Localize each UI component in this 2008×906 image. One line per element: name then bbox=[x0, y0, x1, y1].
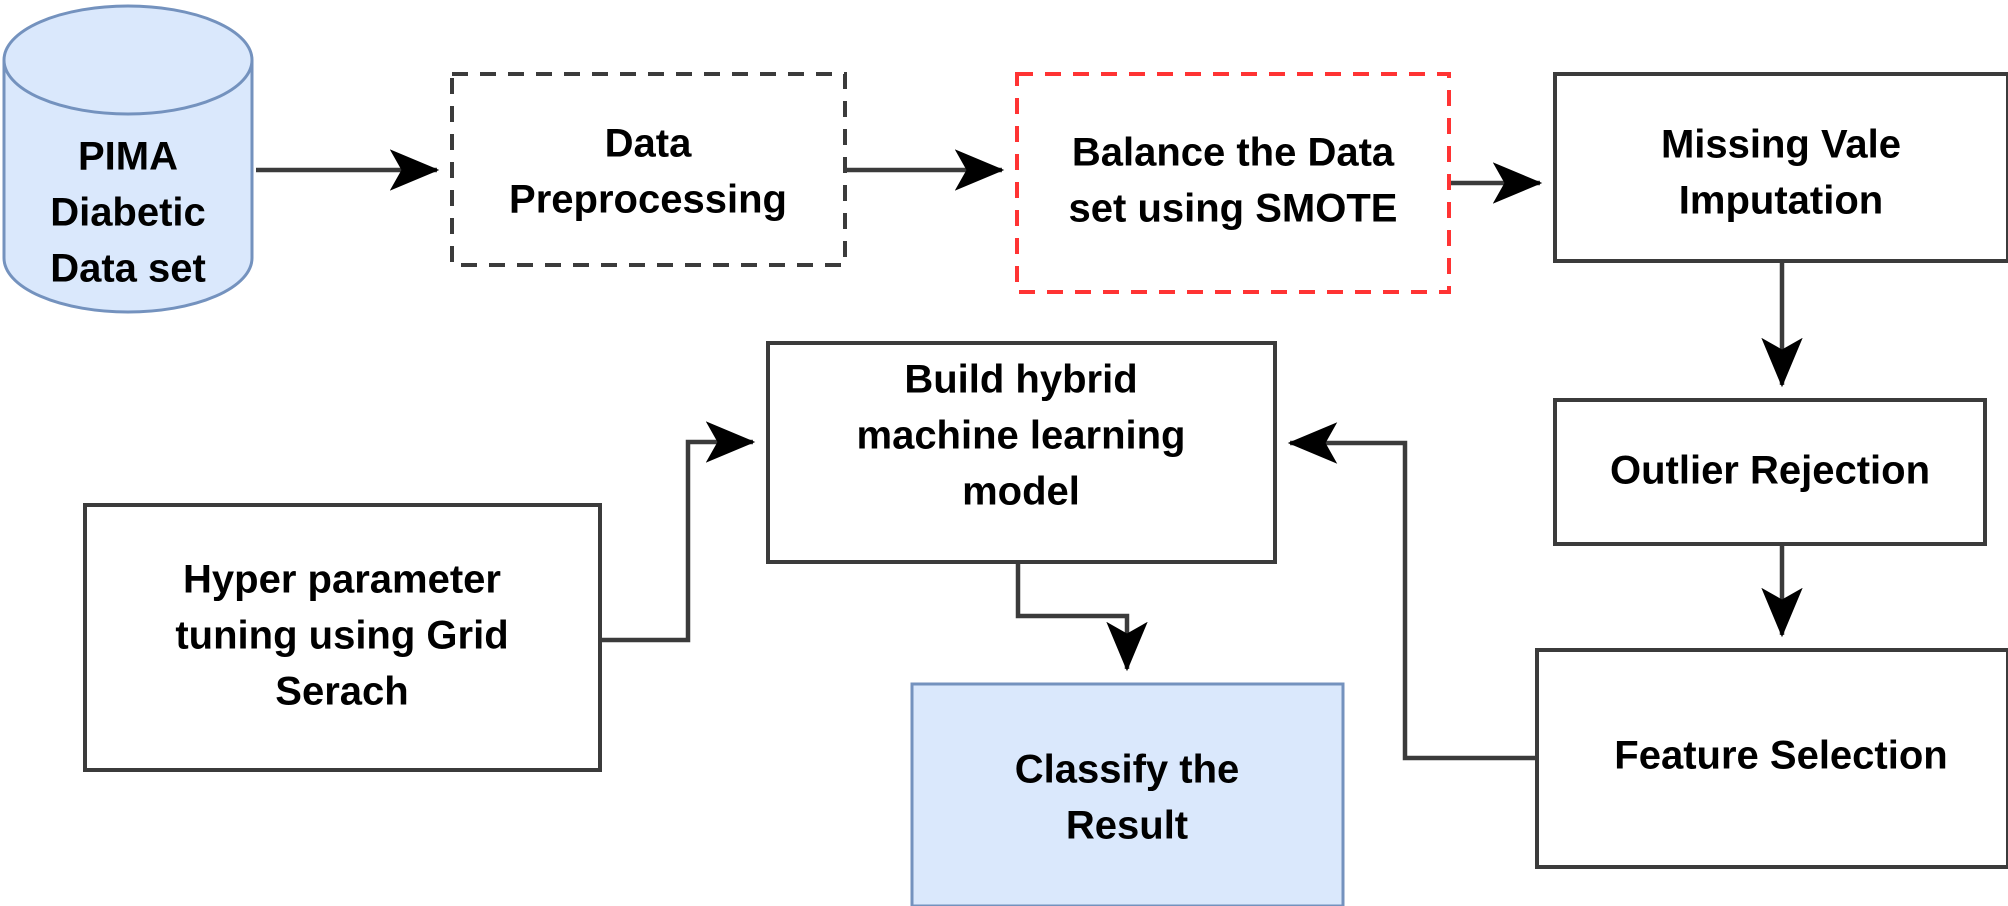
node-missing-value-imputation[interactable]: Missing Vale Imputation bbox=[1553, 72, 2008, 263]
node-label-classify-line1: Classify the bbox=[1015, 748, 1240, 792]
node-pima-dataset[interactable]: PIMA Diabetic Data set bbox=[2, 4, 254, 314]
edge-hyper-to-hybrid bbox=[600, 421, 756, 643]
node-label-hyper-line3: Serach bbox=[275, 670, 408, 714]
node-label-hybrid-line3: model bbox=[962, 470, 1080, 514]
node-outlier-rejection[interactable]: Outlier Rejection bbox=[1553, 398, 1987, 546]
edge-feature-to-hybrid bbox=[1287, 422, 1537, 761]
node-label-hybrid-line1: Build hybrid bbox=[904, 358, 1137, 402]
node-label-hybrid-line2: machine learning bbox=[857, 414, 1186, 458]
node-hyper-parameter-tuning[interactable]: Hyper parameter tuning using Grid Serach bbox=[83, 503, 602, 772]
node-data-preprocessing[interactable]: Data Preprocessing bbox=[450, 72, 847, 267]
node-label-pima-line1: PIMA bbox=[78, 135, 178, 179]
node-build-hybrid-model[interactable]: Build hybrid machine learning model bbox=[766, 341, 1277, 564]
node-label-pima-line2: Diabetic bbox=[50, 191, 206, 235]
node-label-feature: Feature Selection bbox=[1614, 734, 1947, 778]
node-feature-selection[interactable]: Feature Selection bbox=[1535, 648, 2008, 869]
node-label-classify-line2: Result bbox=[1066, 804, 1188, 848]
node-label-smote-line2: set using SMOTE bbox=[1069, 187, 1398, 231]
node-label-imputation-line1: Missing Vale bbox=[1661, 123, 1901, 167]
node-label-preprocessing-line2: Preprocessing bbox=[509, 178, 787, 222]
node-label-smote-line1: Balance the Data bbox=[1072, 131, 1395, 175]
node-label-outlier: Outlier Rejection bbox=[1610, 449, 1930, 493]
node-label-hyper-line1: Hyper parameter bbox=[183, 558, 501, 602]
node-label-hyper-line2: tuning using Grid bbox=[175, 614, 508, 658]
edge-hybrid-to-classify bbox=[1015, 562, 1148, 672]
node-balance-smote[interactable]: Balance the Data set using SMOTE bbox=[1015, 72, 1451, 294]
node-label-pima-line3: Data set bbox=[50, 247, 206, 291]
node-classify-result[interactable]: Classify the Result bbox=[910, 682, 1345, 906]
node-label-imputation-line2: Imputation bbox=[1679, 179, 1883, 223]
node-label-preprocessing-line1: Data bbox=[605, 122, 692, 166]
